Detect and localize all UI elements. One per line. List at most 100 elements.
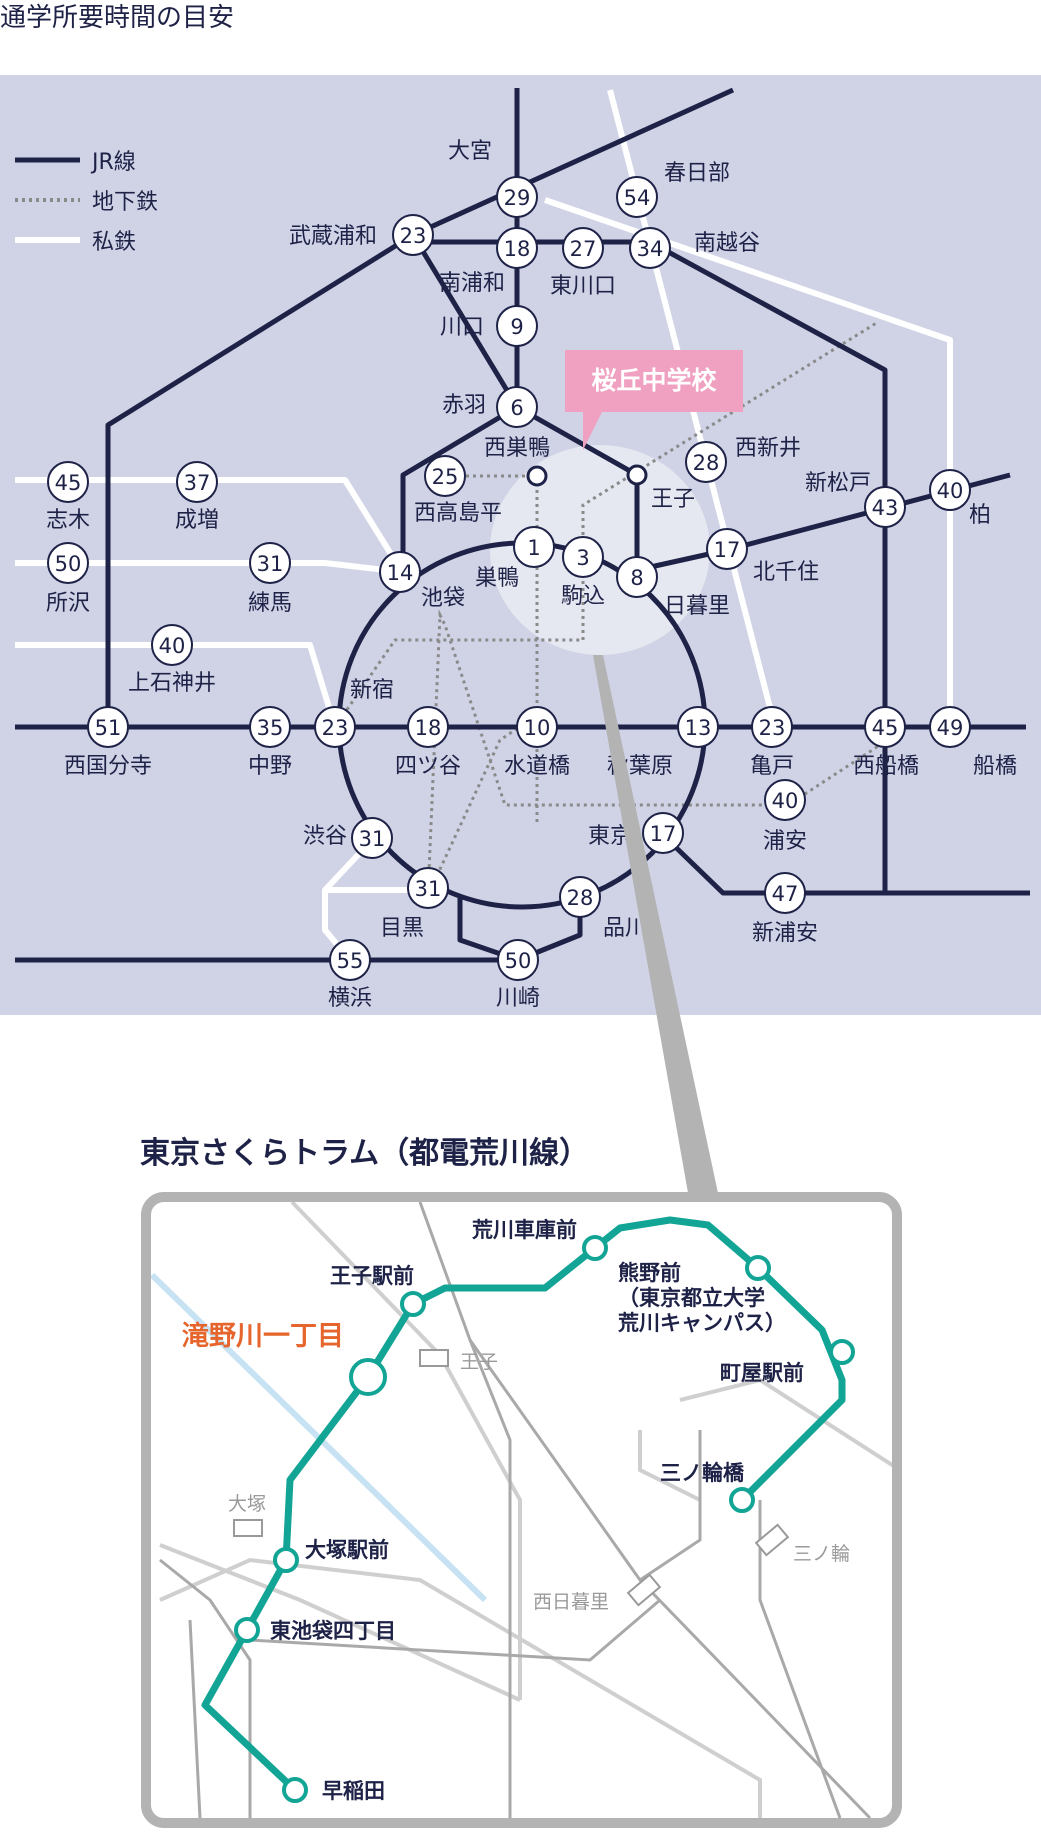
- station-minutes-circle: [562, 227, 604, 269]
- tram-stop-name: 大塚駅前: [305, 1538, 389, 1562]
- tram-section: 東京さくらトラム（都電荒川線）: [140, 655, 902, 1828]
- station-minutes: 55: [337, 949, 364, 973]
- station-minutes-circle: [351, 817, 393, 859]
- station-minutes: 50: [505, 949, 532, 973]
- station-minutes: 28: [693, 451, 720, 475]
- station-minutes: 40: [159, 634, 186, 658]
- station-minutes: 23: [759, 716, 786, 740]
- station-name: 赤羽: [442, 393, 486, 418]
- station-minutes-circle: [516, 706, 558, 748]
- connect-label-otsuka: 大塚: [228, 1493, 266, 1515]
- tram-stop: 東池袋四丁目: [234, 1617, 396, 1643]
- station-name: 武蔵浦和: [289, 224, 377, 249]
- tram-stop: 滝野川一丁目: [182, 1321, 387, 1396]
- inset-pointer: [593, 655, 718, 1193]
- station-name: 東川口: [550, 274, 616, 299]
- station-minutes-circle: [642, 812, 684, 854]
- station: 9川口: [440, 305, 538, 347]
- station-name: 船橋: [973, 754, 1017, 779]
- station: 31 練馬: [248, 542, 292, 616]
- tram-stop-name: 王子駅前: [330, 1264, 414, 1288]
- tram-stop-marker: [400, 1291, 426, 1317]
- station-name: 浦安: [763, 829, 807, 854]
- tram-stop-name-highlight: 滝野川一丁目: [182, 1321, 344, 1352]
- station-minutes: 18: [415, 716, 442, 740]
- station-name: 巣鴨: [475, 566, 519, 591]
- station-name: 駒込: [561, 584, 605, 609]
- station-minutes: 31: [359, 827, 386, 851]
- tram-line: [201, 1216, 846, 1794]
- station-minutes: 49: [937, 716, 964, 740]
- station-minutes-circle: [764, 779, 806, 821]
- station-minutes-circle: [616, 556, 658, 598]
- station-minutes: 43: [872, 496, 899, 520]
- station-minutes: 6: [510, 396, 523, 420]
- tram-stop-name: 熊野前（東京都立大学荒川キャンパス）: [618, 1261, 786, 1335]
- station-name: 西船橋: [853, 754, 919, 779]
- station: 50 川崎: [496, 939, 540, 1011]
- station-minutes-circle: [559, 876, 601, 918]
- station-minutes: 18: [504, 237, 531, 261]
- station-name: 川崎: [496, 986, 540, 1011]
- station-minutes: 45: [872, 716, 899, 740]
- station-minutes-circle: [496, 176, 538, 218]
- tram-stop: 王子駅前: [330, 1264, 426, 1317]
- station-minutes-circle: [685, 441, 727, 483]
- station-minutes-circle: [47, 461, 89, 503]
- tram-stop: 荒川車庫前: [472, 1218, 608, 1261]
- station-name: 練馬: [248, 591, 292, 616]
- tram-stop-name: 荒川車庫前: [472, 1218, 577, 1242]
- station-name: 西国分寺: [64, 754, 152, 779]
- tram-stop-marker: [582, 1235, 608, 1261]
- station-name: 柏: [969, 503, 991, 528]
- station: 王子: [651, 487, 695, 512]
- station-minutes-circle: [864, 706, 906, 748]
- station-minutes: 17: [650, 822, 677, 846]
- station-name: 品川: [603, 916, 647, 941]
- connect-marker-nishinippori: [626, 1573, 662, 1607]
- station-minutes: 34: [637, 237, 664, 261]
- station-minutes-circle: [513, 526, 555, 568]
- station: 西巣鴨: [484, 436, 550, 461]
- connect-label-oji: 王子: [460, 1351, 498, 1373]
- station-minutes: 35: [257, 716, 284, 740]
- tram-stop-name: 東池袋四丁目: [270, 1619, 396, 1643]
- station-minutes: 23: [322, 716, 349, 740]
- station-name: 春日部: [664, 161, 730, 186]
- station-minutes: 3: [576, 546, 589, 570]
- tram-stop: 早稲田: [282, 1777, 385, 1803]
- station-minutes-circle: [496, 305, 538, 347]
- station-name: 西巣鴨: [484, 436, 550, 461]
- tram-stop-marker: [282, 1777, 308, 1803]
- station-minutes: 50: [55, 552, 82, 576]
- station: 40柏: [929, 469, 991, 528]
- station-minutes: 14: [387, 561, 414, 585]
- station-minutes: 31: [257, 552, 284, 576]
- station-minutes-circle: [864, 486, 906, 528]
- station-name: 水道橋: [504, 754, 570, 779]
- station-minutes: 1: [527, 536, 540, 560]
- station-name: 王子: [651, 487, 695, 512]
- station-minutes: 9: [510, 315, 523, 339]
- station-dot-nishisugamo: [526, 465, 548, 487]
- station-minutes: 37: [184, 471, 211, 495]
- station-minutes-circle: [929, 469, 971, 511]
